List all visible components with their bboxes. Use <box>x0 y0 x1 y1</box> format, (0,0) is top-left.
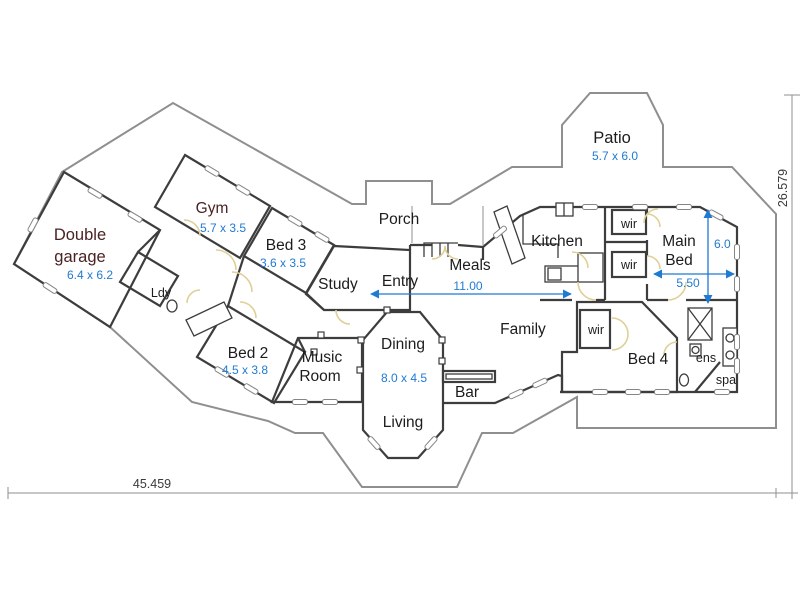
windows <box>27 165 740 450</box>
garage-walls <box>12 170 162 329</box>
fixtures <box>166 202 738 387</box>
room-size-bed3: 3.6 x 3.5 <box>260 256 306 270</box>
dining-living-octagon <box>361 310 445 460</box>
room-size-double-garage: 6.4 x 6.2 <box>67 268 113 282</box>
main-bed-height-value: 6.0 <box>714 237 731 251</box>
main-bed-width-value: 5.50 <box>676 276 700 290</box>
walls-right-wing <box>361 205 739 460</box>
wir-bed4-box <box>578 308 612 350</box>
room-label-living: Living <box>383 414 424 431</box>
room-label-bed4: Bed 4 <box>628 351 669 368</box>
outer-boundary <box>12 92 777 488</box>
room-label-bed3: Bed 3 <box>266 237 307 254</box>
bar-counter <box>441 369 497 384</box>
room-size-dining-living: 8.0 x 4.5 <box>381 371 427 385</box>
shower-box <box>687 307 713 341</box>
ens-toilet <box>678 373 690 387</box>
porch-rails <box>411 206 484 245</box>
room-label-bed2: Bed 2 <box>228 345 269 362</box>
room-size-gym: 5.7 x 3.5 <box>200 221 246 235</box>
room-label-porch: Porch <box>379 211 420 228</box>
room-label-music-room-1: Music <box>302 349 343 366</box>
room-label-patio: Patio <box>593 129 631 147</box>
internal-width-value: 11.00 <box>453 279 482 293</box>
bath-toilet <box>166 299 178 313</box>
wir-top-box <box>610 208 648 236</box>
room-label-double-garage-1: Double <box>54 226 106 244</box>
room-label-kitchen: Kitchen <box>531 233 583 250</box>
room-label-wir-bed4: wir <box>587 323 604 337</box>
bathtub <box>185 301 233 337</box>
room-label-double-garage-2: garage <box>54 248 105 266</box>
room-label-spa: spa <box>716 373 736 387</box>
laundry-walls <box>118 250 180 308</box>
room-label-family: Family <box>500 321 546 338</box>
room-label-ldy: Ldy <box>151 286 172 300</box>
kitchen-island <box>493 205 526 265</box>
door-arcs <box>183 208 687 356</box>
internal-dimensions: 11.00 6.0 5.50 <box>370 209 735 304</box>
room-label-entry: Entry <box>382 273 418 290</box>
room-label-gym: Gym <box>196 200 229 217</box>
room-label-wir-mid: wir <box>620 258 637 272</box>
bottom-dimension-line <box>7 487 793 499</box>
overall-height-value: 26.579 <box>776 169 790 207</box>
column-posts <box>310 306 446 374</box>
room-size-bed2: 4.5 x 3.8 <box>222 363 268 377</box>
overall-dimensions: 45.459 26.579 <box>7 94 800 499</box>
kitchen-corner-bench <box>577 252 604 283</box>
wir-mid-box <box>610 250 648 279</box>
room-label-ens: ens <box>696 351 716 365</box>
room-label-study: Study <box>318 276 358 293</box>
room-labels: Double garage 6.4 x 6.2 Gym 5.7 x 3.5 Be… <box>54 129 736 431</box>
overall-width-value: 45.459 <box>133 477 171 491</box>
study-walls <box>304 244 412 312</box>
bed4-walls <box>560 300 679 394</box>
room-label-bar: Bar <box>455 384 479 401</box>
room-size-patio: 5.7 x 6.0 <box>592 149 638 163</box>
room-label-wir-top: wir <box>620 217 637 231</box>
room-label-dining: Dining <box>381 336 425 353</box>
room-label-music-room-2: Room <box>299 368 340 385</box>
room-label-meals: Meals <box>449 257 491 274</box>
room-label-main-bed-2: Bed <box>665 252 693 269</box>
kitchen-sink <box>547 267 562 281</box>
room-label-main-bed-1: Main <box>662 233 696 250</box>
right-dimension-line <box>784 94 800 494</box>
